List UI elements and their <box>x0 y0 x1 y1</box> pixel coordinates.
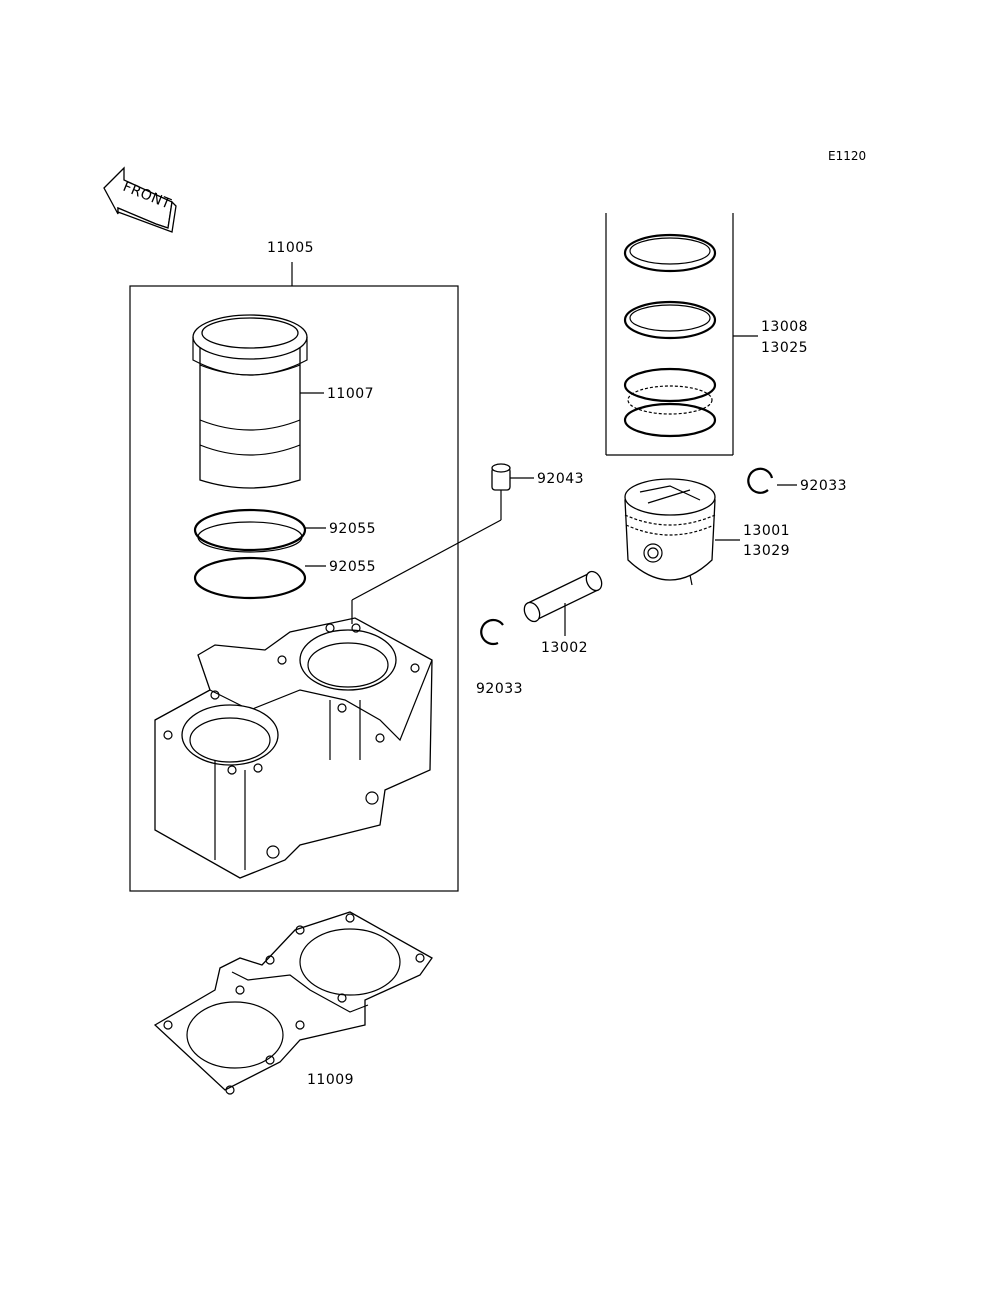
label-13029: 13029 <box>743 543 790 559</box>
label-92055-upper: 92055 <box>329 521 376 537</box>
label-92043: 92043 <box>537 471 584 487</box>
cylinder-block <box>154 617 433 879</box>
label-92033-lower: 92033 <box>476 681 523 697</box>
circlip-left <box>480 618 504 646</box>
o-ring-upper <box>193 508 307 553</box>
label-13002: 13002 <box>541 640 588 656</box>
label-13001: 13001 <box>743 523 790 539</box>
dowel-pin <box>491 463 511 491</box>
label-92055-lower: 92055 <box>329 559 376 575</box>
cylinder-sleeve <box>192 314 308 489</box>
label-13025: 13025 <box>761 340 808 356</box>
label-13008: 13008 <box>761 319 808 335</box>
cylinder-assembly-box <box>129 262 459 892</box>
diagram-code: E1120 <box>828 149 866 163</box>
label-11007: 11007 <box>327 386 374 402</box>
piston-ring-set <box>605 213 734 456</box>
label-11009: 11009 <box>307 1072 354 1088</box>
circlip-right <box>747 467 774 494</box>
o-ring-lower <box>193 556 307 600</box>
front-arrow-icon: FRONT <box>103 166 177 233</box>
piston <box>624 478 716 586</box>
label-92033-upper: 92033 <box>800 478 847 494</box>
head-gasket <box>153 911 433 1095</box>
label-11005: 11005 <box>267 240 314 256</box>
piston-pin <box>523 570 603 623</box>
